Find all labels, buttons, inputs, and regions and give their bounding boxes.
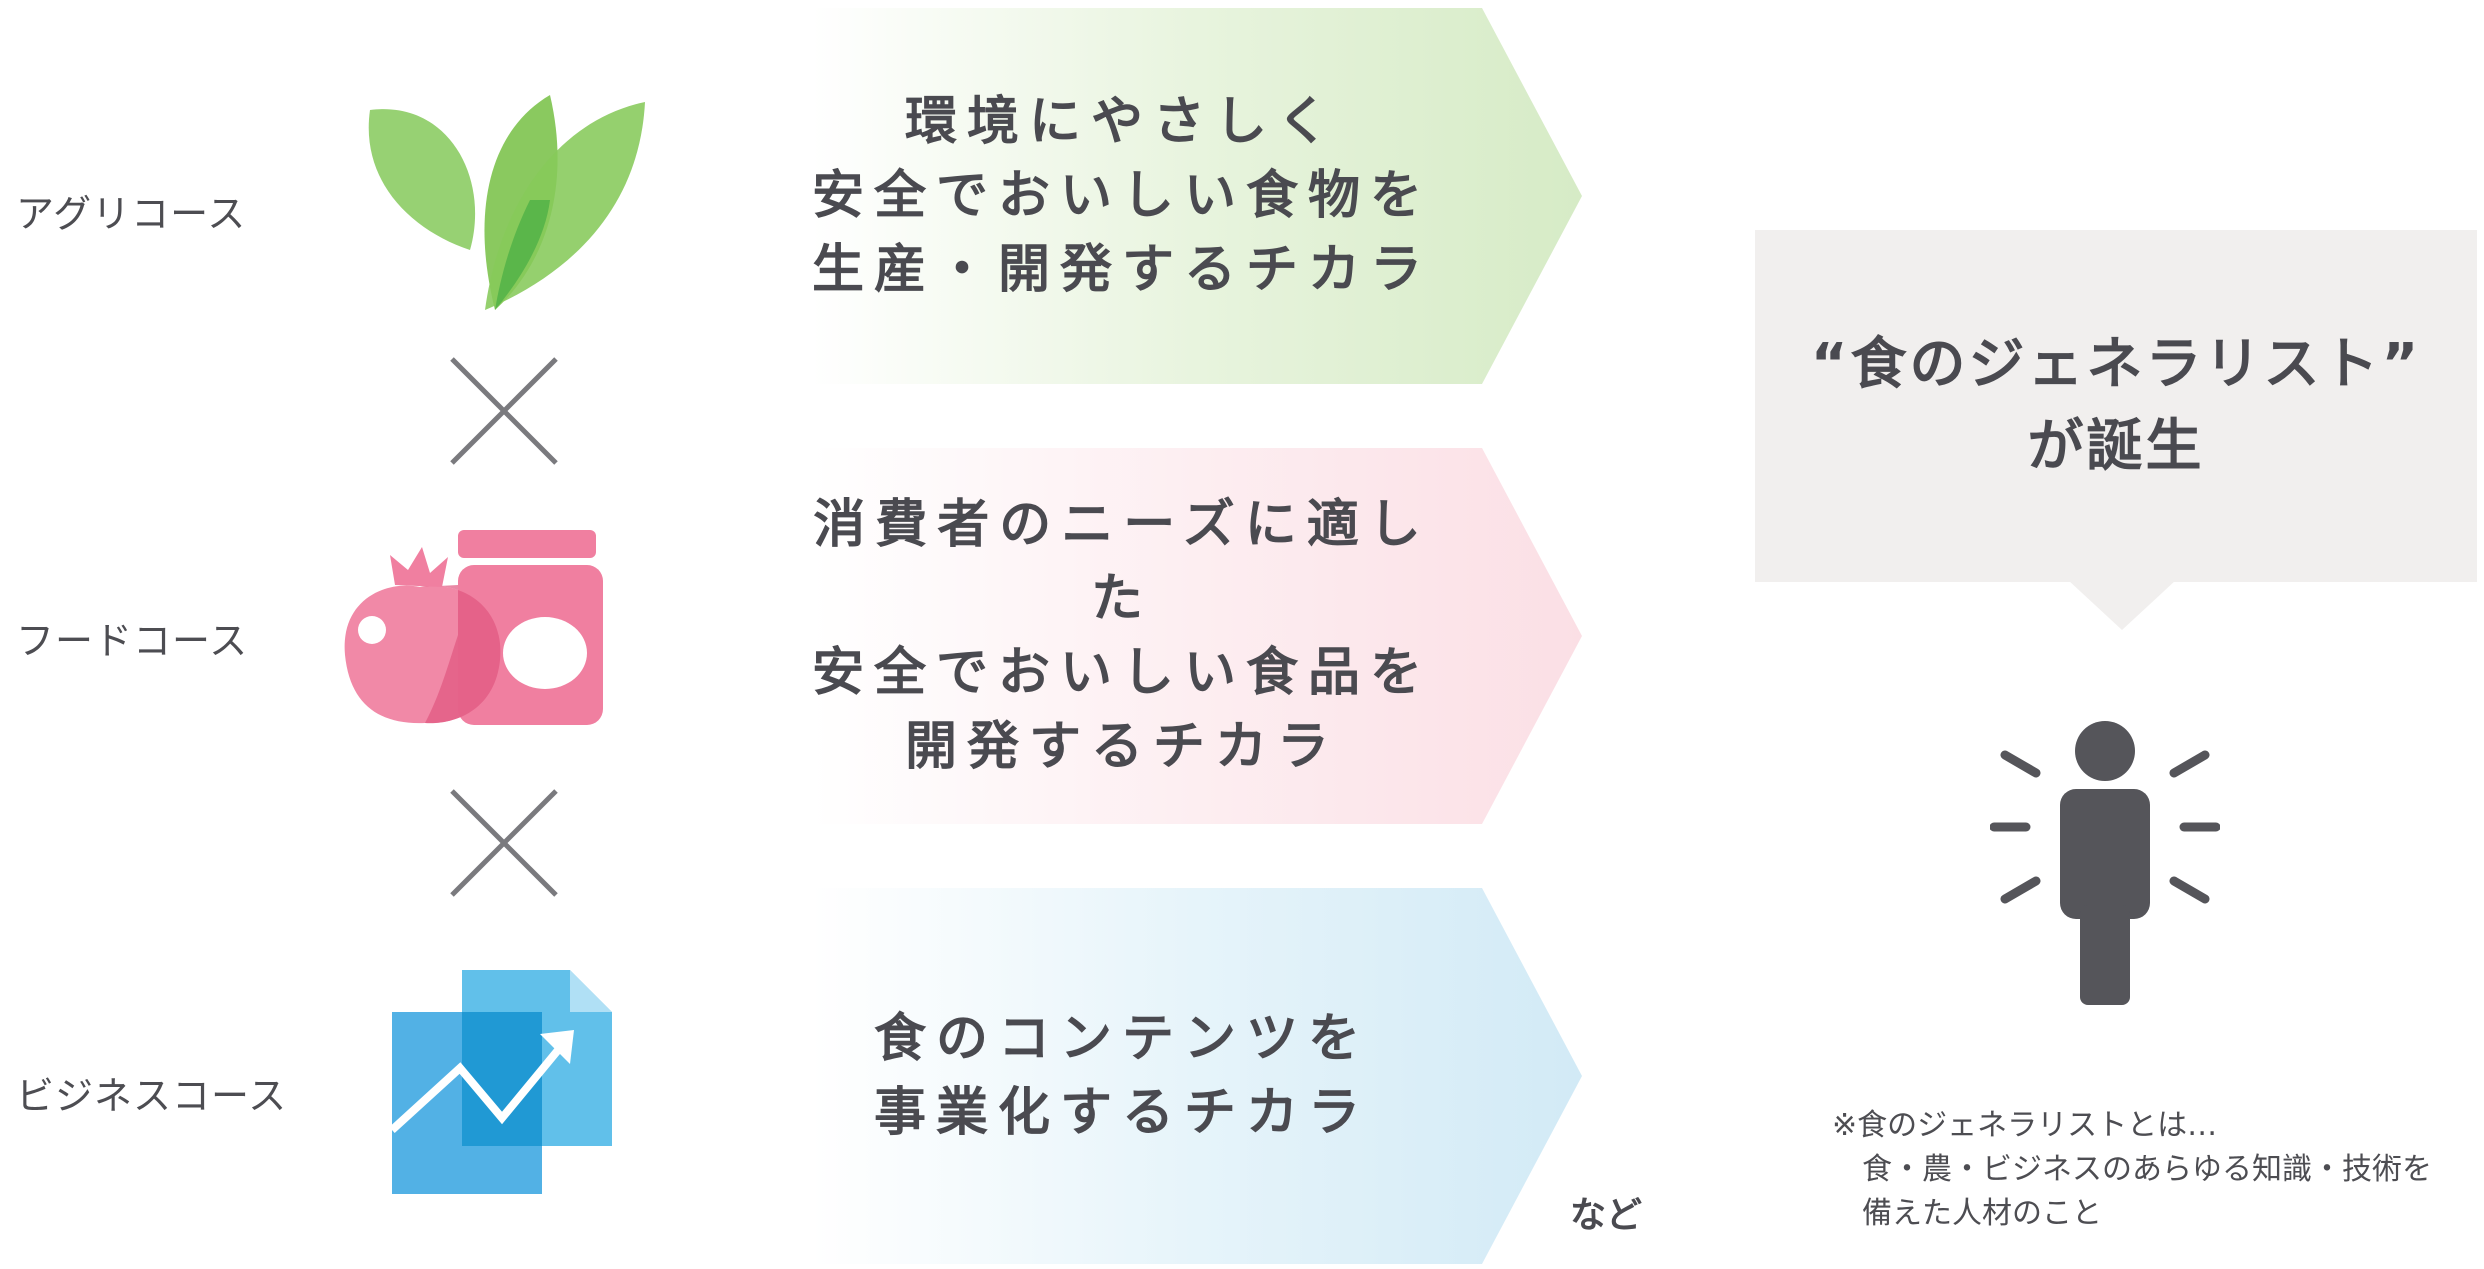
note-line: 食・農・ビジネスのあらゆる知識・技術を bbox=[1862, 1152, 2432, 1187]
document-chart-icon bbox=[390, 970, 612, 1194]
course-label-agri: アグリコース bbox=[16, 192, 247, 236]
result-text: “食のジェネラリスト” が誕生 bbox=[1755, 230, 2477, 582]
power-arrow-agri: 環境にやさしく 安全でおいしい食物を 生産・開発するチカラ bbox=[812, 8, 1582, 384]
arrow-shape bbox=[812, 8, 1582, 384]
multiply-icon bbox=[450, 789, 558, 897]
tomato-jar-icon bbox=[344, 530, 603, 725]
power-line: 安全でおいしい食品を bbox=[812, 643, 1433, 703]
course-label-food: フードコース bbox=[16, 619, 249, 663]
course-label-business: ビジネスコース bbox=[16, 1074, 288, 1118]
note-line: 備えた人材のこと bbox=[1862, 1196, 2102, 1231]
power-line: 開発するチカラ bbox=[904, 717, 1339, 777]
definition-note: ※食のジェネラリストとは… 食・農・ビジネスのあらゆる知識・技術を 備えた人材の… bbox=[1832, 1104, 2432, 1236]
power-arrow-food: 消費者のニーズに適した 安全でおいしい食品を 開発するチカラ bbox=[812, 448, 1582, 824]
person-icon bbox=[1990, 721, 2220, 1005]
result-title: “食のジェネラリスト” bbox=[1810, 332, 2422, 397]
power-line: 環境にやさしく bbox=[904, 92, 1339, 152]
leaf-icon bbox=[368, 95, 645, 310]
power-text-agri: 環境にやさしく 安全でおいしい食物を 生産・開発するチカラ bbox=[812, 8, 1432, 384]
power-text-food: 消費者のニーズに適した 安全でおいしい食品を 開発するチカラ bbox=[812, 448, 1432, 824]
power-line: 生産・開発するチカラ bbox=[812, 240, 1433, 300]
power-line: 消費者のニーズに適した bbox=[813, 495, 1431, 629]
power-text-business: 食のコンテンツを 事業化するチカラ bbox=[812, 888, 1432, 1264]
arrow-shape bbox=[812, 448, 1582, 824]
result-bubble bbox=[1755, 230, 2477, 582]
power-line: 事業化するチカラ bbox=[873, 1083, 1370, 1143]
multiply-icon bbox=[450, 357, 558, 465]
power-line: 食のコンテンツを bbox=[873, 1009, 1370, 1069]
bubble-tail bbox=[2068, 580, 2176, 630]
note-line: ※食のジェネラリストとは… bbox=[1832, 1108, 2218, 1143]
power-line: 安全でおいしい食物を bbox=[812, 166, 1433, 226]
result-subtitle: が誕生 bbox=[2027, 414, 2205, 479]
arrow-shape bbox=[812, 888, 1582, 1264]
power-arrow-business: 食のコンテンツを 事業化するチカラ bbox=[812, 888, 1582, 1264]
etc-label: など bbox=[1570, 1195, 1643, 1236]
